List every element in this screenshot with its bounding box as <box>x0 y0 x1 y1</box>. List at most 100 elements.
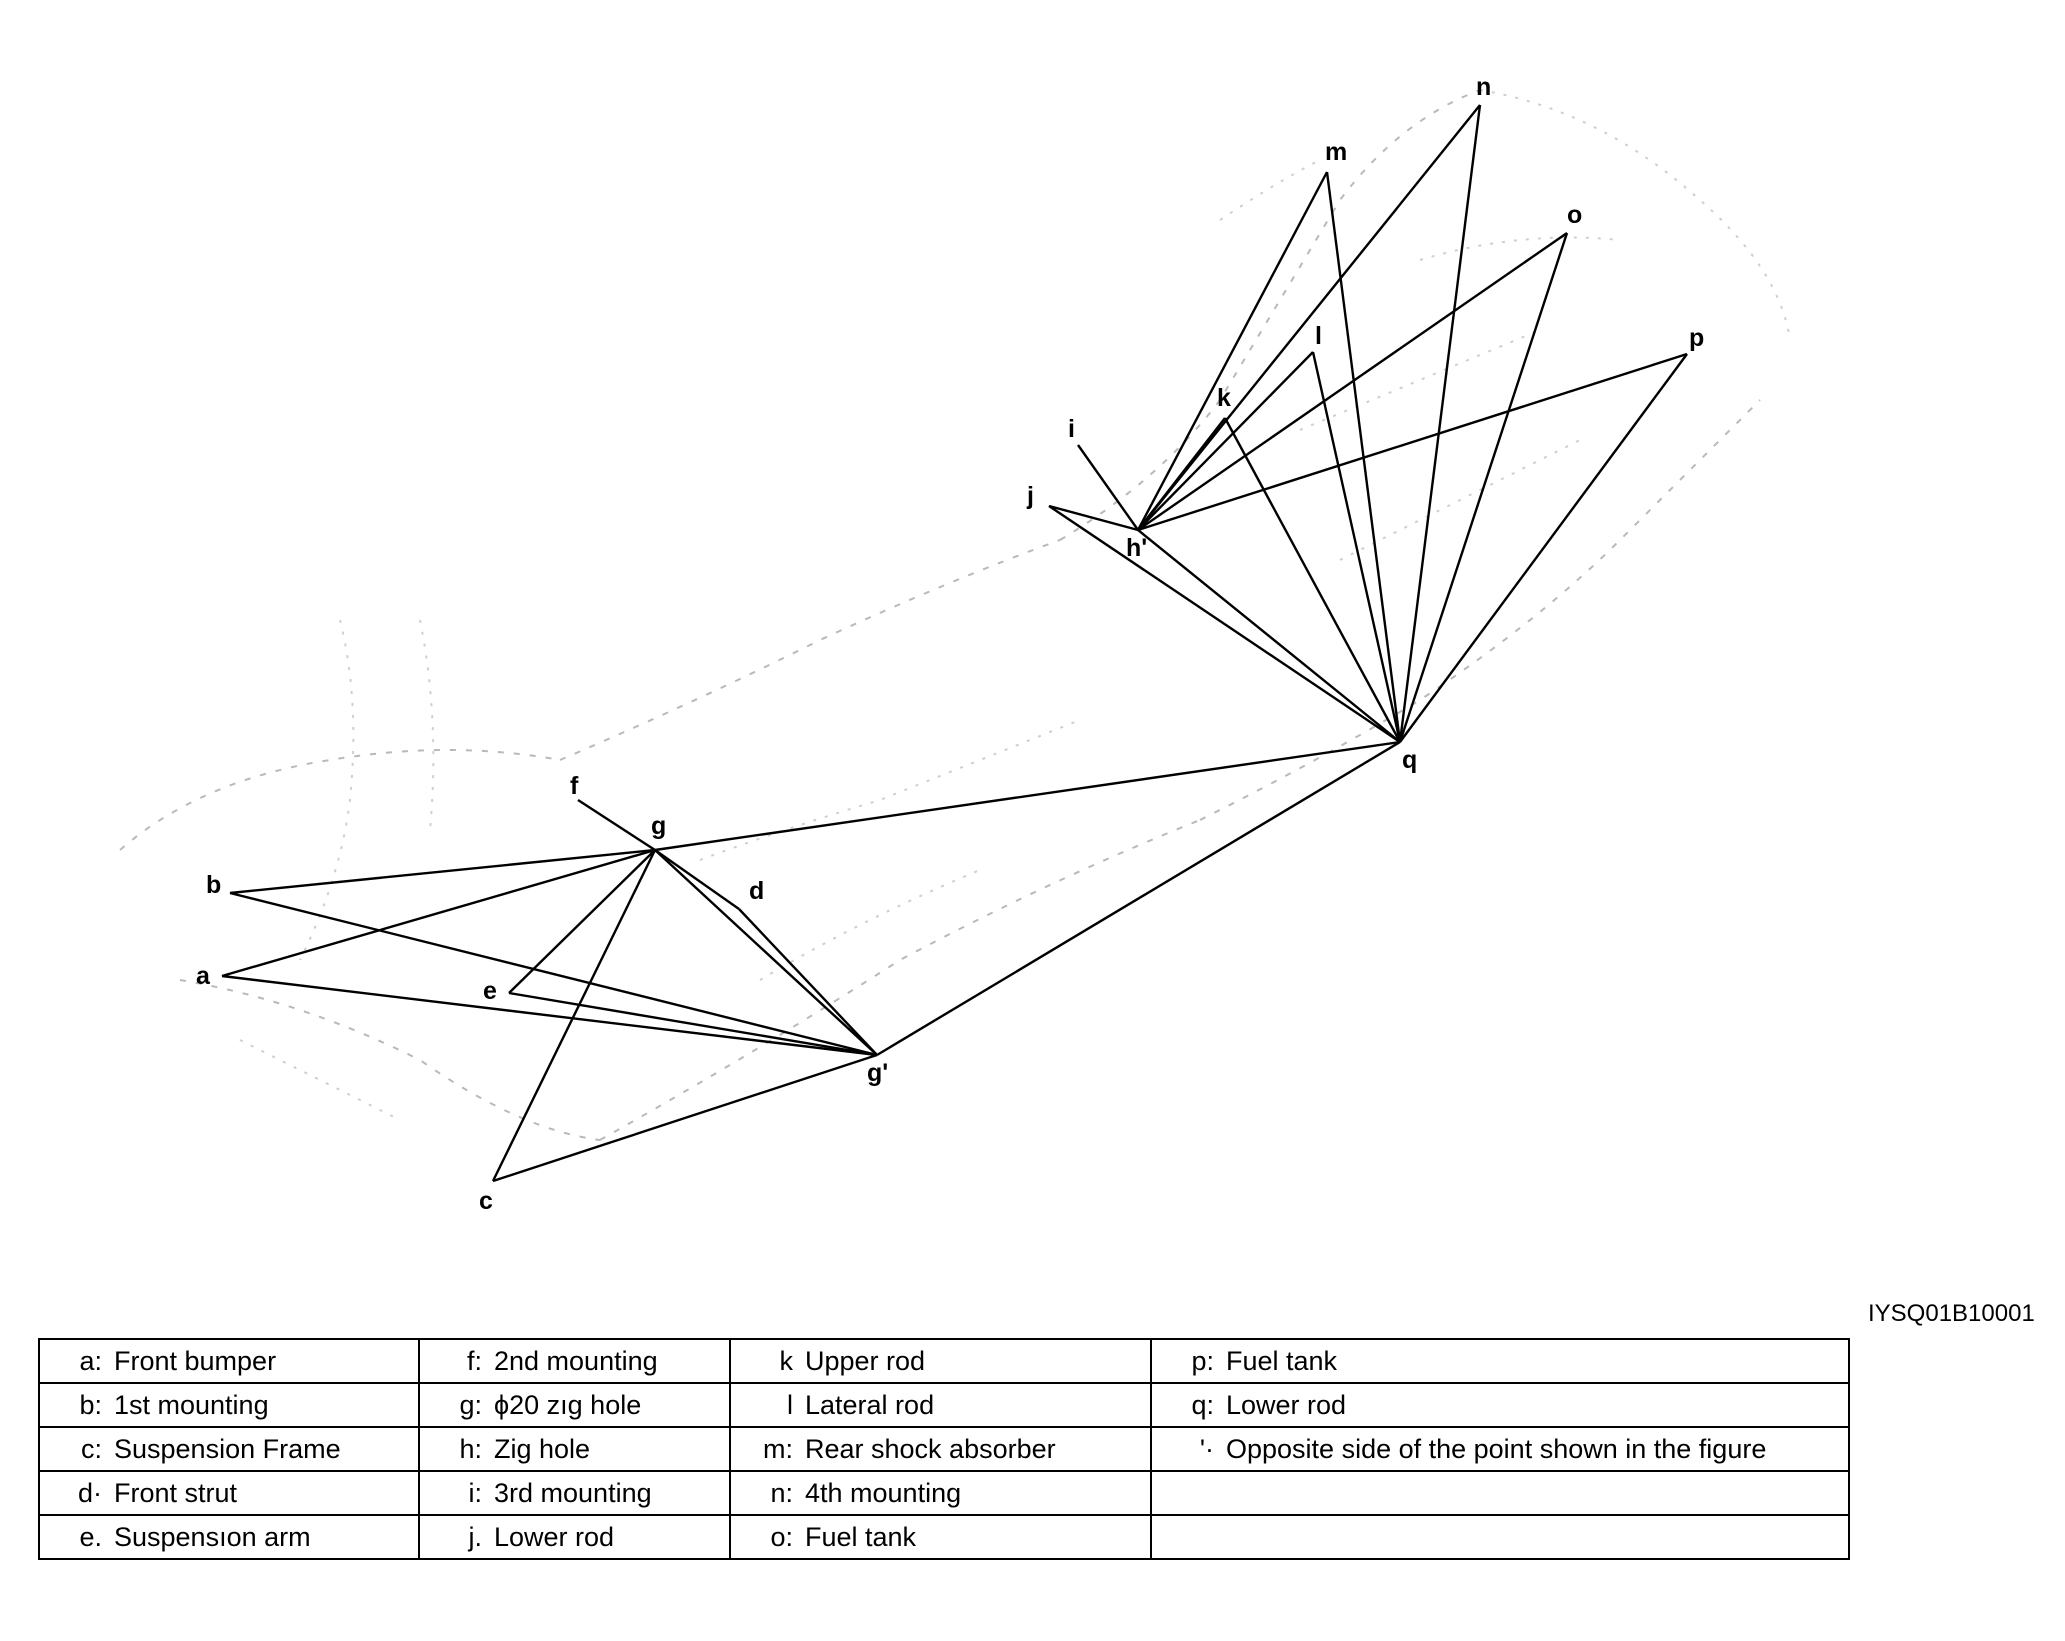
measurement-line-h-o <box>1137 232 1568 531</box>
legend-text: Lower rod <box>1226 1389 1347 1420</box>
legend-key: e. <box>79 1521 102 1552</box>
legend-text: Suspensıon arm <box>114 1521 311 1552</box>
legend-text: ϕ20 zıg hole <box>494 1389 642 1420</box>
legend-cell: b: 1st mounting <box>38 1382 420 1428</box>
measurement-line-g-q <box>654 740 1401 852</box>
legend-text: Front bumper <box>114 1345 277 1376</box>
legend-cell: d· Front strut <box>38 1470 420 1516</box>
measurement-line-h-i <box>1077 444 1139 531</box>
legend-cell: p: Fuel tank <box>1150 1338 1850 1384</box>
point-label-n: n <box>1476 73 1491 101</box>
measurement-line-e-g <box>508 849 656 994</box>
vehicle-underbody-outline <box>119 89 1791 1141</box>
measurement-line-k-q <box>1223 417 1402 743</box>
legend-text: Suspension Frame <box>114 1433 341 1464</box>
measurement-line-p-q <box>1399 353 1688 743</box>
legend-cell: j. Lower rod <box>418 1514 731 1560</box>
measurement-line-g2-q <box>876 740 1401 1057</box>
legend-text: 2nd mounting <box>494 1345 658 1376</box>
legend-key: b: <box>79 1389 102 1420</box>
legend-key: n: <box>770 1477 793 1508</box>
measurement-line-b-g2 <box>229 891 878 1057</box>
legend-key: a: <box>79 1345 102 1376</box>
legend-cell: m:Rear shock absorber <box>729 1426 1152 1472</box>
point-label-k: k <box>1217 384 1231 412</box>
point-label-p: p <box>1689 324 1704 352</box>
legend-text: Lateral rod <box>805 1389 935 1420</box>
legend-text: Lower rod <box>494 1521 615 1552</box>
legend-key: j. <box>468 1521 483 1552</box>
legend-text: 3rd mounting <box>494 1477 652 1508</box>
measurement-line-g-c <box>491 849 657 1182</box>
legend-row: d· Front strut i: 3rd mounting n: 4th mountin… <box>38 1470 1850 1516</box>
legend-key: i: <box>468 1477 483 1508</box>
legend-table: a: Front bumper f: 2nd mounting k Upper rod p:… <box>38 1338 1850 1560</box>
legend-text: 4th mounting <box>805 1477 962 1508</box>
point-label-a: a <box>196 962 211 990</box>
measurement-line-n-q <box>1398 104 1482 743</box>
point-label-g: g <box>651 812 666 840</box>
point-label-i: i <box>1068 415 1075 443</box>
measurement-line-a-g <box>221 848 656 978</box>
legend-text: 1st mounting <box>114 1389 269 1420</box>
measurement-line-h-n <box>1137 104 1481 531</box>
measurement-line-a-g2 <box>221 974 878 1057</box>
measurement-line-f-g <box>577 798 656 852</box>
measurement-line-d-g2 <box>738 908 878 1056</box>
legend-row: a: Front bumper f: 2nd mounting k Upper rod p:… <box>38 1338 1850 1384</box>
measurement-line-g-d <box>654 849 740 910</box>
legend-key: d· <box>77 1477 102 1508</box>
point-label-e: e <box>483 977 497 1005</box>
legend-key: g: <box>459 1389 482 1420</box>
legend-key: f: <box>466 1345 482 1376</box>
legend-text: Rear shock absorber <box>805 1433 1056 1464</box>
measurement-line-o-q <box>1398 232 1569 743</box>
measurement-line-h-l <box>1137 351 1314 531</box>
point-label-j: j <box>1026 482 1034 510</box>
legend-row: b: 1st mounting g: ϕ20 zıg hole l Lateral rod… <box>38 1382 1850 1428</box>
legend-cell: q: Lower rod <box>1150 1382 1850 1428</box>
measurement-line-m-q <box>1325 171 1402 743</box>
point-label-b: b <box>206 871 221 899</box>
measurement-line-h-q <box>1137 529 1401 743</box>
legend-key: k <box>779 1345 794 1376</box>
legend-cell: n: 4th mounting <box>729 1470 1152 1516</box>
measurement-line-j-q <box>1048 505 1401 743</box>
point-label-g2: g' <box>867 1059 888 1087</box>
legend-cell: '·Opposite side of the point shown in th… <box>1150 1426 1850 1472</box>
legend-cell: e. Suspensıon arm <box>38 1514 420 1560</box>
legend-cell: a: Front bumper <box>38 1338 420 1384</box>
measurement-line-h-j <box>1048 504 1139 532</box>
measurement-line-b-g <box>229 848 656 895</box>
legend-cell: c: Suspension Frame <box>38 1426 420 1472</box>
measurement-line-l-q <box>1311 351 1402 743</box>
measurement-line-h-m <box>1136 171 1329 531</box>
legend-text: Fuel tank <box>805 1521 917 1552</box>
legend-key: h: <box>459 1433 482 1464</box>
legend-cell <box>1150 1514 1850 1560</box>
legend-key: p: <box>1191 1345 1214 1376</box>
legend-cell <box>1150 1470 1850 1516</box>
legend-text: Front strut <box>114 1477 238 1508</box>
legend-cell: l Lateral rod <box>729 1382 1152 1428</box>
measurement-line-e-g2 <box>508 991 878 1057</box>
legend-cell: h:Zig hole <box>418 1426 731 1472</box>
measurement-line-c-g2 <box>492 1053 878 1183</box>
legend-text: Opposite side of the point shown in the … <box>1226 1433 1767 1464</box>
point-label-q: q <box>1402 746 1417 774</box>
measurement-lines <box>221 104 1688 1183</box>
measurement-line-g-g2 <box>654 849 878 1056</box>
point-label-m: m <box>1325 138 1347 166</box>
legend-key: q: <box>1191 1389 1214 1420</box>
point-label-d: d <box>749 877 764 905</box>
legend-text: Fuel tank <box>1226 1345 1338 1376</box>
legend-text: Upper rod <box>805 1345 926 1376</box>
point-label-l: l <box>1315 322 1322 350</box>
legend-key: l <box>787 1389 793 1420</box>
legend-cell: i: 3rd mounting <box>418 1470 731 1516</box>
legend-key: c: <box>80 1433 102 1464</box>
